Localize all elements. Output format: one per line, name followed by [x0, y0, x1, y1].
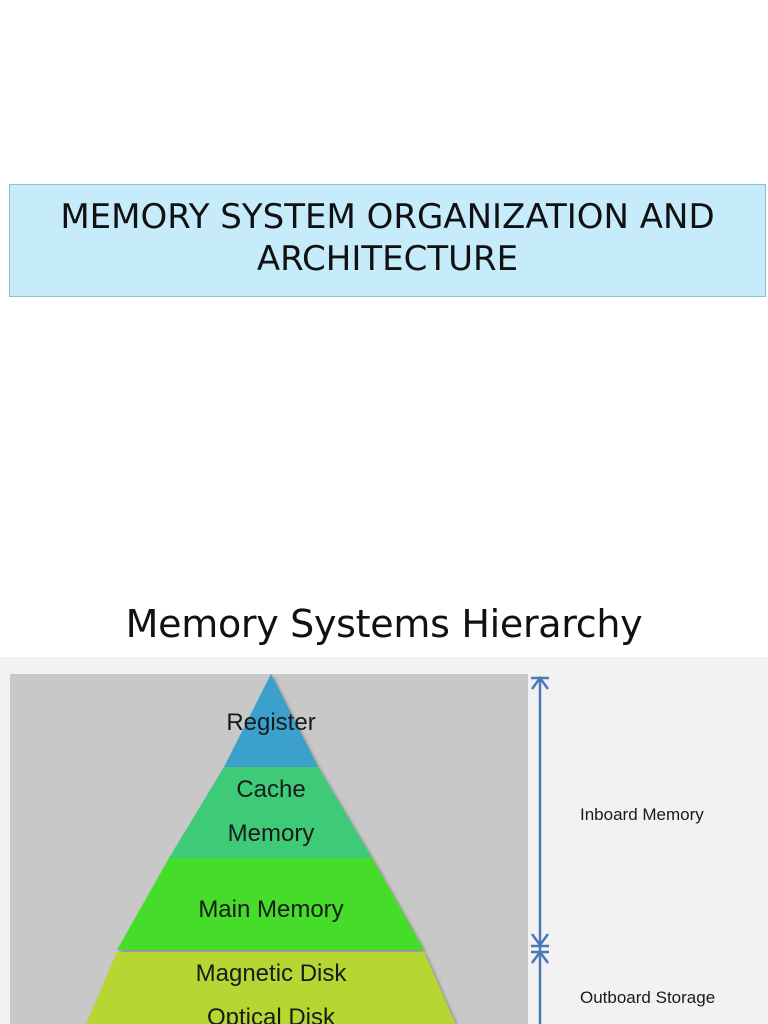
- pyramid-level-register: [224, 674, 318, 767]
- level-label-register-line-1: Register: [226, 709, 315, 736]
- level-label-main-memory: Main Memory: [198, 896, 343, 923]
- bracket-arrows: [530, 675, 550, 1024]
- level-label-cache-memory-line-1: Cache: [236, 776, 305, 803]
- slide-title-box: MEMORY SYSTEM ORGANIZATION AND ARCHITECT…: [9, 184, 766, 297]
- diagram-heading: Memory Systems Hierarchy: [125, 602, 643, 646]
- level-label-main-memory-line-1: Main Memory: [198, 896, 343, 923]
- level-label-secondary-storage-line-1: Magnetic Disk: [196, 960, 348, 987]
- level-label-cache-memory-line-2: Memory: [228, 820, 315, 847]
- outboard-storage-label: Outboard Storage: [580, 988, 715, 1007]
- pyramid-level-main-memory: [117, 858, 424, 950]
- inboard-memory-label: Inboard Memory: [580, 805, 704, 824]
- pyramid-level-secondary-storage: [86, 952, 456, 1024]
- outboard-arrowhead-up: [530, 949, 550, 964]
- slide-title: MEMORY SYSTEM ORGANIZATION AND ARCHITECT…: [60, 196, 715, 279]
- pyramid-level-cache-memory: [169, 767, 372, 858]
- level-label-secondary-storage-line-2: Optical Disk: [207, 1004, 336, 1024]
- level-label-register: Register: [226, 709, 315, 736]
- top-arrowhead: [530, 675, 550, 690]
